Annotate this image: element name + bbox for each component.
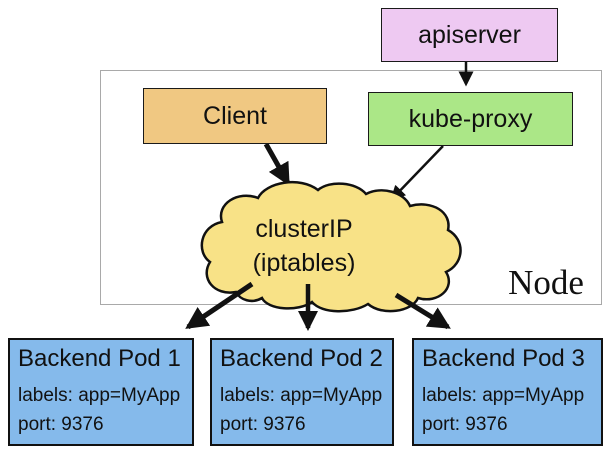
arrow-clusterip-to-pod3 bbox=[394, 292, 451, 330]
arrow-clusterip-to-pod1 bbox=[185, 281, 254, 330]
pod-3-labels: labels: app=MyApp bbox=[422, 385, 585, 406]
clusterip-label: clusterIP bbox=[255, 215, 353, 243]
clusterip-cloud-text: clusterIP (iptables) bbox=[204, 212, 404, 280]
backend-pod-1: Backend Pod 1 labels: app=MyApp port: 93… bbox=[8, 338, 194, 446]
kube-proxy-node: kube-proxy bbox=[368, 92, 573, 146]
client-node: Client bbox=[143, 88, 327, 144]
pod-1-labels: labels: app=MyApp bbox=[18, 385, 181, 406]
node-label: Node bbox=[508, 263, 584, 302]
clusterip-cloud bbox=[200, 181, 462, 313]
arrow-client-to-clusterip bbox=[263, 142, 291, 186]
client-label: Client bbox=[203, 101, 267, 130]
apiserver-node: apiserver bbox=[381, 8, 558, 62]
pod-3-port: port: 9376 bbox=[422, 414, 508, 435]
apiserver-label: apiserver bbox=[418, 20, 521, 49]
pod-2-labels: labels: app=MyApp bbox=[220, 385, 383, 406]
kube-proxy-label: kube-proxy bbox=[408, 104, 533, 133]
backend-pod-3: Backend Pod 3 labels: app=MyApp port: 93… bbox=[412, 338, 603, 446]
backend-pod-2: Backend Pod 2 labels: app=MyApp port: 93… bbox=[210, 338, 394, 446]
pod-2-port: port: 9376 bbox=[220, 414, 306, 435]
pod-1-port: port: 9376 bbox=[18, 414, 104, 435]
pod-2-title: Backend Pod 2 bbox=[220, 345, 383, 372]
iptables-label: (iptables) bbox=[252, 249, 356, 277]
pod-1-title: Backend Pod 1 bbox=[18, 345, 181, 372]
pod-3-title: Backend Pod 3 bbox=[422, 345, 585, 372]
arrow-kubeproxy-to-clusterip bbox=[390, 145, 444, 201]
